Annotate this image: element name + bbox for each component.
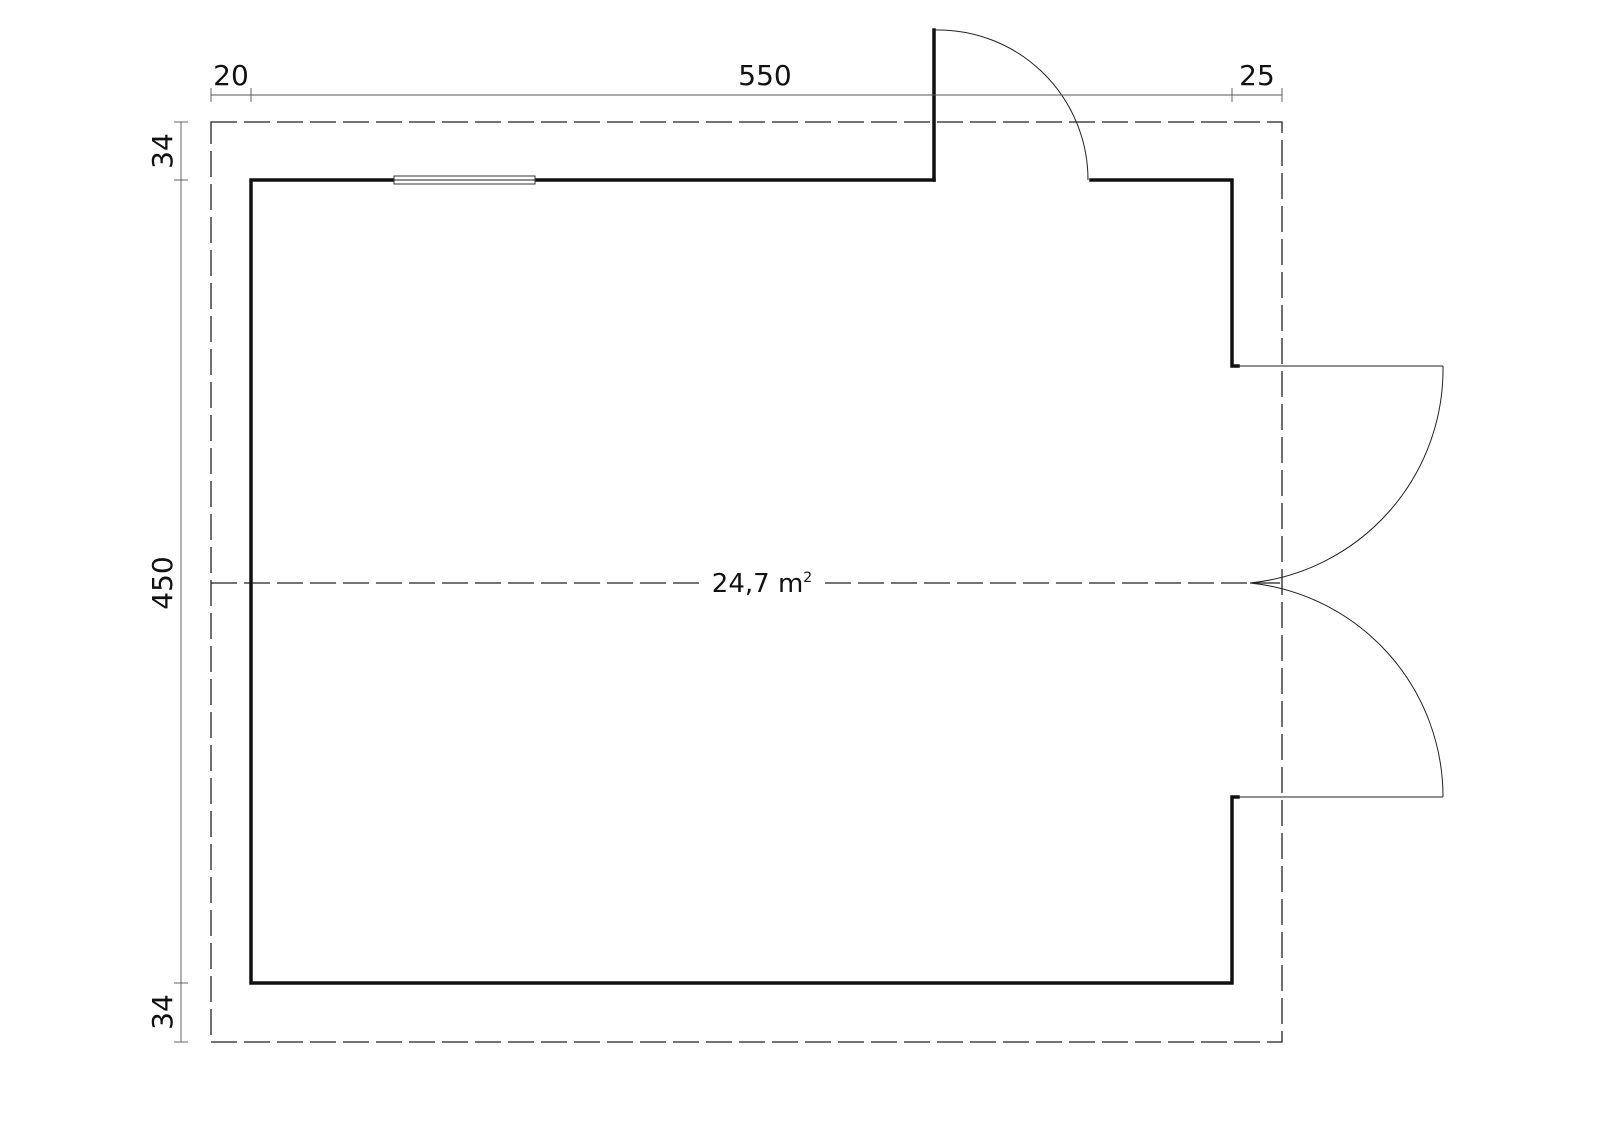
dimension-label-top-left: 20 [213,59,249,92]
dimension-label-left-top: 34 [146,133,179,169]
right-door-lower-swing-arc [1249,582,1444,798]
wall-top-right [1089,178,1240,368]
dimension-label-left-bottom: 34 [146,994,179,1030]
area-superscript: 2 [803,570,812,586]
right-door-upper-swing-arc [1249,365,1444,584]
area-value: 24,7 m [712,569,803,599]
roof-overhang-outline [210,121,1283,1043]
dimension-label-top-right: 25 [1239,59,1275,92]
dimension-label-top-middle: 550 [738,59,791,92]
wall-outline [249,178,1240,985]
top-door-swing-arc [933,29,1089,181]
area-label: 24,7 m2 [712,569,812,599]
dimension-label-left-middle: 450 [146,556,179,609]
